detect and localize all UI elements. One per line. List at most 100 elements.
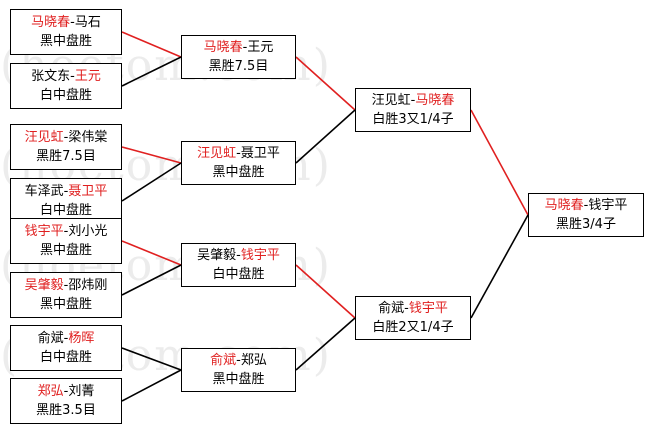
match-result: 黑中盘胜: [39, 34, 92, 49]
player-name: 马晓春: [203, 40, 243, 55]
separator: -: [63, 224, 69, 239]
player-name: 车泽武: [24, 184, 64, 199]
match-box-round-1-3: 汪见虹-梁伟棠黑胜7.5目: [10, 124, 122, 170]
match-box-final-1: 马晓春-钱宇平黑胜3/4子: [528, 193, 644, 237]
player-name: 王元: [74, 69, 101, 84]
match-players: 马晓春-王元: [204, 38, 274, 57]
separator: -: [404, 301, 409, 316]
match-box-round-1-5: 钱宇平-刘小光黑中盘胜: [10, 218, 122, 264]
player-name: 马晓春: [31, 15, 71, 30]
match-box-round-2-2: 汪见虹-聂卫平黑中盘胜: [181, 141, 296, 185]
connector-line: [295, 109, 356, 164]
match-result: 黑中盘胜: [39, 297, 92, 312]
match-box-round-1-2: 张文东-王元白中盘胜: [10, 63, 122, 109]
player-name: 钱宇平: [408, 301, 448, 316]
match-result: 黑胜3/4子: [556, 217, 616, 232]
match-result: 黑中盘胜: [39, 243, 92, 258]
connector-line: [470, 214, 529, 319]
connector-line: [121, 240, 182, 266]
match-players: 汪见虹-聂卫平: [197, 144, 280, 163]
player-name: 刘小光: [68, 224, 108, 239]
match-box-round-1-8: 郑弘-刘菁黑胜3.5目: [10, 378, 122, 424]
match-result: 白胜2又1/4子: [372, 320, 454, 335]
match-players: 吴肇毅-钱宇平: [197, 246, 280, 265]
player-name: 王元: [247, 40, 274, 55]
match-result: 黑胜7.5目: [208, 59, 269, 74]
separator: -: [70, 69, 75, 84]
player-name: 马晓春: [544, 198, 584, 213]
match-result: 白中盘胜: [39, 350, 92, 365]
match-players: 马晓春-钱宇平: [545, 196, 628, 215]
match-box-round-3-1: 汪见虹-马晓春白胜3又1/4子: [355, 88, 471, 132]
connector-line: [121, 369, 182, 402]
player-name: 汪见虹: [197, 146, 237, 161]
match-result: 黑中盘胜: [212, 165, 265, 180]
match-players: 俞斌-郑弘: [210, 351, 267, 370]
match-box-round-1-6: 吴肇毅-邵炜刚黑中盘胜: [10, 272, 122, 318]
player-name: 郑弘: [37, 384, 64, 399]
player-name: 梁伟棠: [68, 130, 108, 145]
separator: -: [410, 93, 416, 108]
player-name: 俞斌: [378, 301, 405, 316]
player-name: 钱宇平: [24, 224, 64, 239]
match-players: 张文东-王元: [31, 67, 101, 86]
match-players: 车泽武-聂卫平: [25, 182, 108, 201]
player-name: 俞斌: [210, 353, 237, 368]
connector-line: [121, 347, 182, 371]
match-result: 白中盘胜: [39, 88, 92, 103]
separator: -: [63, 130, 69, 145]
match-box-round-2-1: 马晓春-王元黑胜7.5目: [181, 35, 296, 79]
player-name: 钱宇平: [240, 248, 280, 263]
player-name: 张文东: [31, 69, 71, 84]
player-name: 聂卫平: [240, 146, 280, 161]
connector-line: [470, 109, 529, 216]
player-name: 钱宇平: [588, 198, 628, 213]
player-name: 汪见虹: [371, 93, 411, 108]
match-players: 俞斌-杨晖: [38, 329, 95, 348]
separator: -: [70, 15, 75, 30]
player-name: 吴肇毅: [197, 248, 237, 263]
connector-line: [121, 162, 182, 202]
match-players: 俞斌-钱宇平: [378, 299, 448, 318]
player-name: 邵炜刚: [68, 278, 108, 293]
connector-line: [295, 264, 356, 319]
player-name: 汪见虹: [24, 130, 64, 145]
separator: -: [63, 384, 69, 399]
match-players: 汪见虹-梁伟棠: [25, 128, 108, 147]
match-result: 白胜3又1/4子: [372, 112, 454, 127]
player-name: 马晓春: [415, 93, 455, 108]
separator: -: [236, 146, 241, 161]
match-players: 郑弘-刘菁: [38, 382, 95, 401]
connector-line: [121, 264, 182, 296]
player-name: 聂卫平: [68, 184, 108, 199]
match-result: 白中盘胜: [212, 267, 265, 282]
match-box-round-1-4: 车泽武-聂卫平白中盘胜: [10, 178, 122, 224]
player-name: 刘菁: [68, 384, 95, 399]
player-name: 马石: [74, 15, 101, 30]
match-box-round-2-4: 俞斌-郑弘黑中盘胜: [181, 348, 296, 392]
connector-line: [121, 146, 182, 164]
separator: -: [63, 278, 69, 293]
match-box-round-1-1: 马晓春-马石黑中盘胜: [10, 9, 122, 55]
connector-line: [121, 56, 182, 87]
separator: -: [583, 198, 589, 213]
match-result: 黑胜3.5目: [36, 403, 96, 418]
connector-line: [295, 56, 356, 111]
separator: -: [242, 40, 248, 55]
player-name: 郑弘: [240, 353, 267, 368]
connector-line: [121, 31, 182, 58]
match-players: 钱宇平-刘小光: [25, 222, 108, 241]
separator: -: [63, 184, 69, 199]
match-players: 马晓春-马石: [31, 13, 101, 32]
player-name: 吴肇毅: [24, 278, 64, 293]
match-result: 黑中盘胜: [212, 372, 265, 387]
match-box-round-1-7: 俞斌-杨晖白中盘胜: [10, 325, 122, 371]
player-name: 俞斌: [37, 331, 64, 346]
match-result: 黑胜7.5目: [36, 149, 96, 164]
separator: -: [236, 353, 241, 368]
player-name: 杨晖: [68, 331, 95, 346]
match-box-round-2-3: 吴肇毅-钱宇平白中盘胜: [181, 243, 296, 287]
match-players: 汪见虹-马晓春: [372, 91, 455, 110]
connector-line: [295, 317, 356, 371]
